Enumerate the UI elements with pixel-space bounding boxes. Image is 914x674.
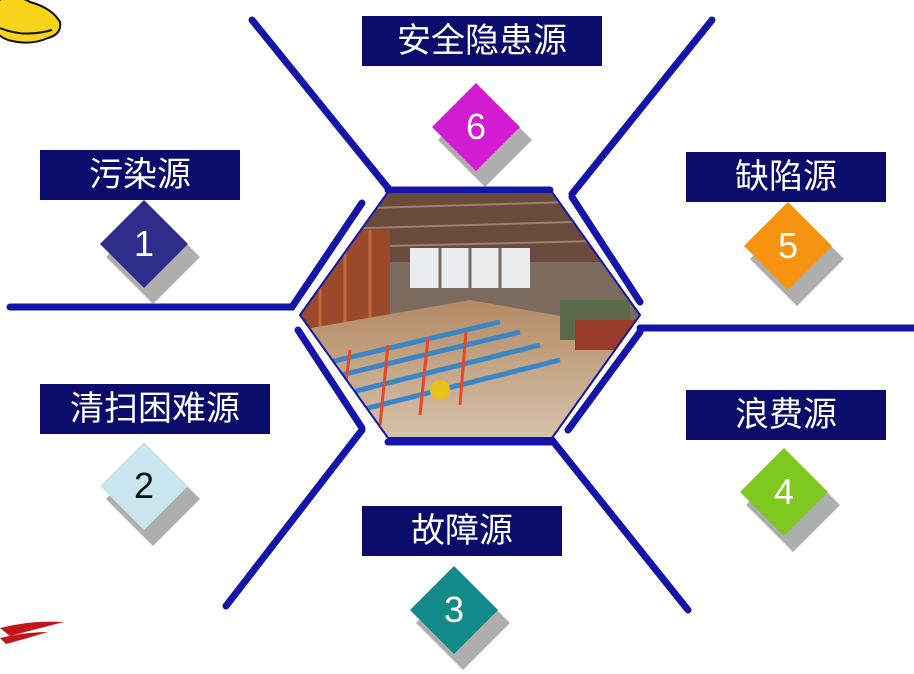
label-waste-source: 浪费源 bbox=[686, 390, 886, 440]
badge-number: 3 bbox=[443, 589, 465, 630]
label-cleaning-difficulty-source: 清扫困难源 bbox=[40, 384, 270, 434]
badge-number: 1 bbox=[133, 223, 155, 264]
swoosh-logo-icon bbox=[0, 608, 80, 672]
badge-number: 2 bbox=[133, 465, 155, 506]
cloud-logo-icon bbox=[0, 0, 70, 68]
badge-2: 2 bbox=[98, 440, 208, 550]
label-safety-hazard-source: 安全隐患源 bbox=[362, 16, 602, 66]
badge-number: 6 bbox=[465, 106, 487, 147]
badge-3: 3 bbox=[408, 564, 518, 674]
label-pollution-source: 污染源 bbox=[40, 150, 240, 200]
label-defect-source: 缺陷源 bbox=[686, 152, 886, 202]
badge-number: 4 bbox=[773, 471, 795, 512]
badge-4: 4 bbox=[738, 446, 848, 556]
label-failure-source: 故障源 bbox=[362, 506, 562, 556]
badge-5: 5 bbox=[742, 200, 852, 310]
badge-1: 1 bbox=[98, 198, 208, 308]
badge-number: 5 bbox=[777, 225, 799, 266]
badge-6: 6 bbox=[430, 81, 540, 191]
